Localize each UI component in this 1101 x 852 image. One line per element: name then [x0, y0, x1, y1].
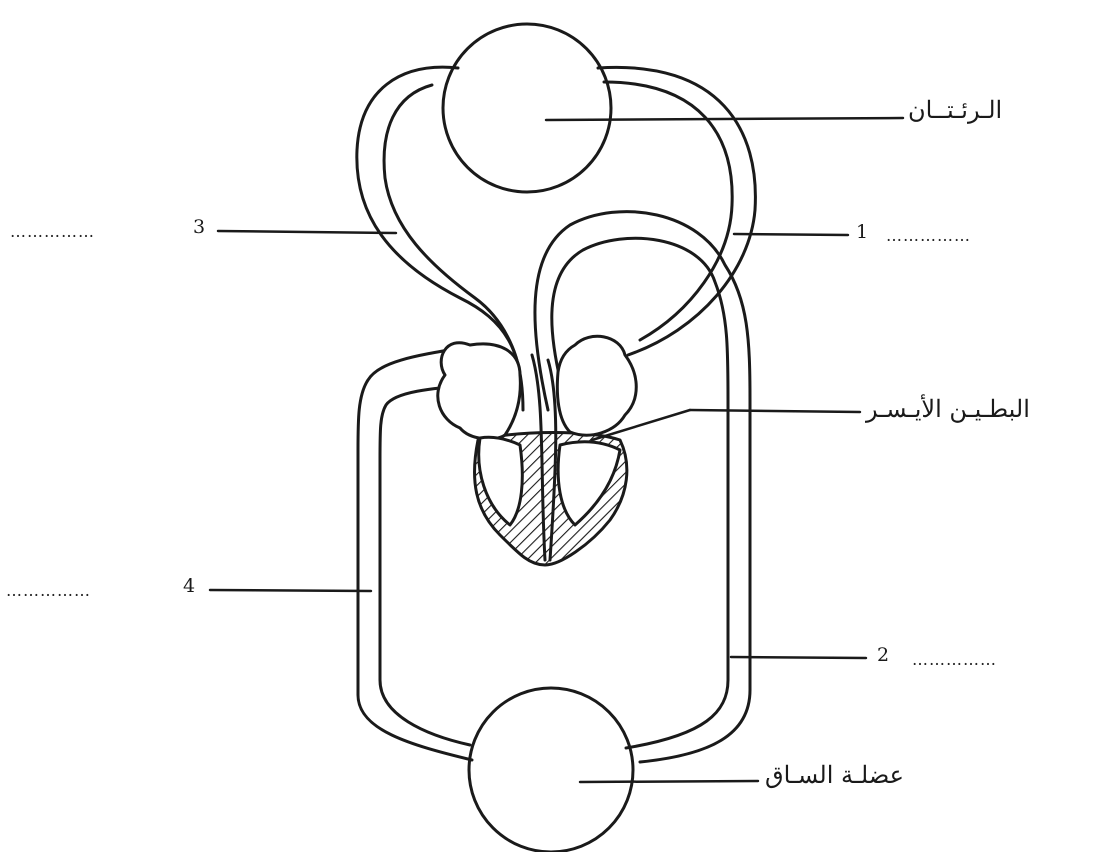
- leader-left-ventricle-2: [690, 410, 860, 412]
- blank-3-dots: ……………: [10, 222, 95, 241]
- leader-leg-muscle: [580, 781, 758, 782]
- label-number-1: 1: [856, 221, 868, 243]
- blank-1-dots: ……………: [886, 226, 971, 245]
- leg-muscle-organ: [469, 688, 633, 852]
- label-number-3: 3: [193, 216, 205, 238]
- blank-4-dots: ……………: [6, 581, 91, 600]
- leader-2: [731, 657, 866, 658]
- label-number-4: 4: [183, 575, 195, 597]
- label-leg-muscle: عضلـة السـاق: [765, 761, 904, 789]
- label-left-ventricle: البطـيـن الأيـسـر: [866, 395, 1030, 423]
- label-lungs: الـرئـتــان: [908, 96, 1002, 124]
- heart: [438, 336, 636, 565]
- lungs-organ: [443, 24, 611, 192]
- leader-4: [210, 590, 371, 591]
- label-number-2: 2: [877, 644, 889, 666]
- blank-2-dots: ……………: [912, 650, 997, 669]
- leader-3: [218, 231, 396, 233]
- leader-1: [734, 234, 848, 235]
